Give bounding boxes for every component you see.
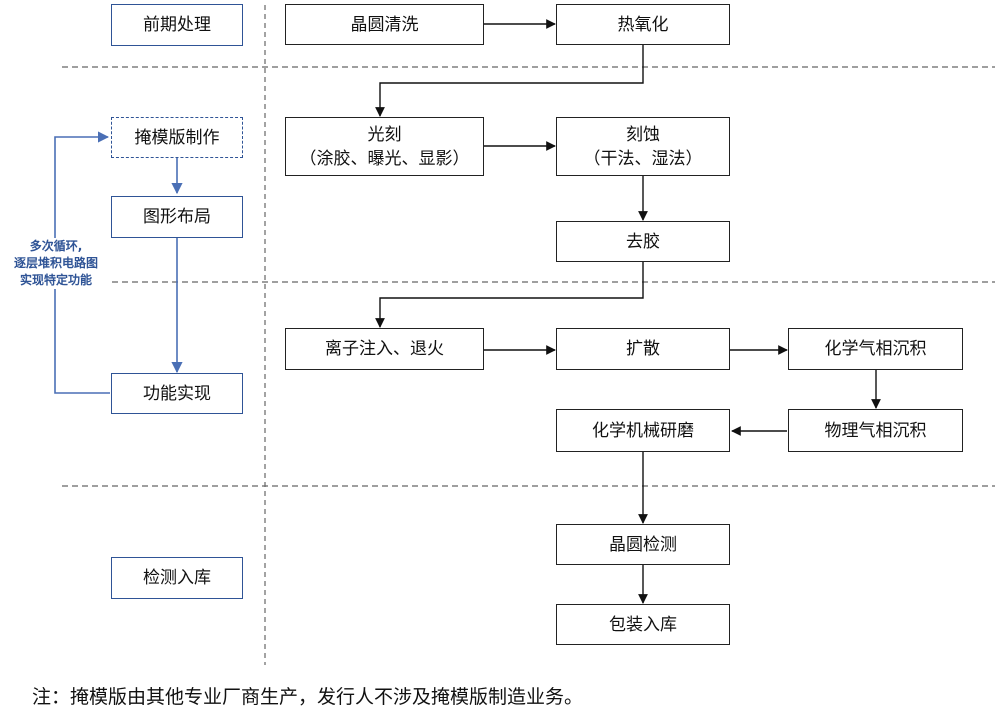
stage-pre-processing-label: 前期处理 [143,15,211,35]
process-packaging-storage: 包装入库 [556,604,730,645]
process-ion-implant-anneal-label: 离子注入、退火 [325,339,444,359]
process-wafer-inspection-label: 晶圆检测 [609,534,677,555]
loop-note-line-3: 实现特定功能 [19,273,92,287]
process-ion-implant-anneal: 离子注入、退火 [285,328,484,370]
process-photolithography: 光刻 （涂胶、曝光、显影） [285,117,484,176]
process-etching: 刻蚀 （干法、湿法） [556,117,730,176]
process-resist-removal-label: 去胶 [626,231,660,252]
process-cmp-label: 化学机械研磨 [592,420,694,441]
stage-mask-making: 掩模版制作 [111,117,243,158]
process-photolithography-line2: （涂胶、曝光、显影） [299,148,470,169]
stage-mask-making-label: 掩模版制作 [134,127,220,148]
process-pvd: 物理气相沉积 [788,409,963,452]
process-cvd-label: 化学气相沉积 [824,339,927,359]
arrow-resist-to-ion [375,262,644,328]
stage-pre-processing: 前期处理 [111,4,243,46]
process-wafer-inspection: 晶圆检测 [556,524,730,565]
loop-note: 多次循环, 逐层堆积电路图 实现特定功能 [0,238,112,289]
arrow-oxidation-to-litho [375,45,644,117]
stage-pattern-layout-label: 图形布局 [143,207,211,227]
loop-note-line-1: 多次循环, [29,239,83,253]
stage-function-realization: 功能实现 [111,373,243,414]
process-pvd-label: 物理气相沉积 [824,420,927,441]
stage-inspection-storage: 检测入库 [111,557,243,599]
process-thermal-oxidation: 热氧化 [556,4,730,45]
process-wafer-cleaning-label: 晶圆清洗 [350,14,419,35]
process-etching-line1: 刻蚀 [626,124,660,145]
stage-function-realization-label: 功能实现 [143,383,211,404]
process-thermal-oxidation-label: 热氧化 [617,14,669,35]
process-cmp: 化学机械研磨 [556,409,730,452]
process-etching-line2: （干法、湿法） [583,148,703,169]
stage-inspection-storage-label: 检测入库 [143,568,211,588]
process-cvd: 化学气相沉积 [788,328,963,370]
footnote: 注：掩模版由其他专业厂商生产，发行人不涉及掩模版制造业务。 [32,686,584,708]
process-resist-removal: 去胶 [556,221,730,262]
process-photolithography-line1: 光刻 [367,124,402,145]
process-diffusion: 扩散 [556,328,730,370]
process-packaging-storage-label: 包装入库 [609,614,677,635]
process-wafer-cleaning: 晶圆清洗 [285,4,484,45]
stage-pattern-layout: 图形布局 [111,196,243,238]
process-diffusion-label: 扩散 [626,339,660,359]
loop-note-line-2: 逐层堆积电路图 [13,256,98,270]
